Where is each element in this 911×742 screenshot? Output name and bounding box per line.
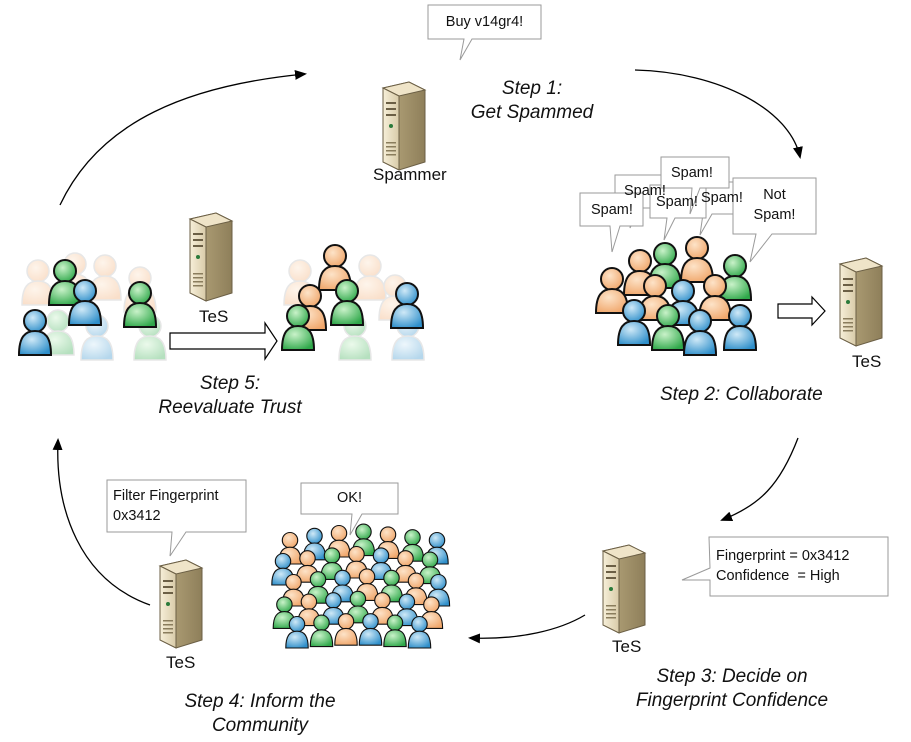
step5-tes-label: TeS (199, 307, 229, 326)
bubble-fingerprint-text: Fingerprint = 0x3412 Confidence = High (716, 546, 849, 586)
bubble-buy-shape (427, 4, 542, 61)
step1-title: Step 1: (501, 78, 563, 99)
bubble-spam-top-shape (660, 156, 730, 215)
arrow-step4-to-step5 (52, 438, 151, 606)
bubble-ok-text: OK! (337, 490, 362, 506)
step4-tes-label: TeS (166, 653, 196, 672)
bubble-spam-top-text: Spam! (671, 165, 713, 181)
bubble-spam-behind-text-3: Spam! (701, 190, 743, 206)
bubble-spam-behind-text-2: Spam! (656, 194, 698, 210)
bubble-filter-line2: 0x3412 (113, 508, 161, 524)
bubble-buy-text: Buy v14gr4! (445, 14, 524, 30)
step1-subtitle: Get Spammed (470, 102, 594, 123)
bubble-not-spam-line1: Not (763, 187, 786, 203)
step2-tes-server-icon (839, 257, 883, 347)
bubble-fingerprint-shape (681, 536, 889, 597)
step1-label: Step 1: Get Spammed (452, 77, 612, 125)
bubble-filter-line1: Filter Fingerprint (113, 488, 219, 504)
step4-tes-server-icon (159, 559, 203, 649)
bubble-ok-shape (300, 482, 399, 536)
speech-bubbles (106, 4, 889, 597)
step3-tes-label: TeS (612, 637, 642, 656)
arrow-step5-to-step1 (59, 69, 307, 206)
bubble-not-spam-text: Not Spam! (733, 185, 816, 225)
step2-label: Step 2: Collaborate (660, 384, 823, 405)
bubble-not-spam-shape (732, 177, 817, 263)
step4-label: Step 4: Inform the Community (150, 690, 370, 738)
step5-tes-server-icon (189, 212, 233, 302)
bubble-spam-front-shape (579, 192, 644, 253)
step5-label: Step 5: Reevaluate Trust (150, 372, 310, 420)
step5-title: Step 5: (199, 373, 261, 394)
spammer-server-icon (382, 81, 426, 171)
bubble-filter-text: Filter Fingerprint 0x3412 (113, 486, 219, 526)
bubble-fingerprint-line1: Fingerprint = 0x3412 (716, 548, 850, 564)
step3-label: Step 3: Decide on Fingerprint Confidence (602, 665, 862, 713)
arrow-step3-to-step4 (468, 614, 586, 644)
bubble-spam-front-text: Spam! (591, 202, 633, 218)
step5-block-arrow (169, 321, 278, 361)
bubble-spam-behind-text-1: Spam! (624, 183, 666, 199)
step5-subtitle: Reevaluate Trust (158, 397, 302, 418)
arrow-step2-to-step3 (720, 437, 799, 521)
step4-title: Step 4: Inform the (184, 691, 336, 712)
step4-community-crowd (271, 523, 451, 649)
bubble-not-spam-line2: Spam! (753, 207, 796, 223)
arrow-step1-to-step2 (634, 69, 803, 159)
step2-crowd (595, 236, 757, 356)
spammer-label: Spammer (373, 165, 447, 184)
bubble-filter-shape (106, 479, 247, 557)
step2-tes-label: TeS (852, 352, 882, 371)
step3-tes-server-icon (602, 544, 646, 634)
step3-title: Step 3: Decide on (656, 666, 808, 687)
cycle-arrows (52, 69, 803, 644)
bubble-fingerprint-line2: Confidence = High (716, 568, 840, 584)
step2-block-arrow (777, 295, 826, 327)
step3-subtitle: Fingerprint Confidence (635, 690, 829, 711)
step4-subtitle: Community (211, 715, 309, 736)
